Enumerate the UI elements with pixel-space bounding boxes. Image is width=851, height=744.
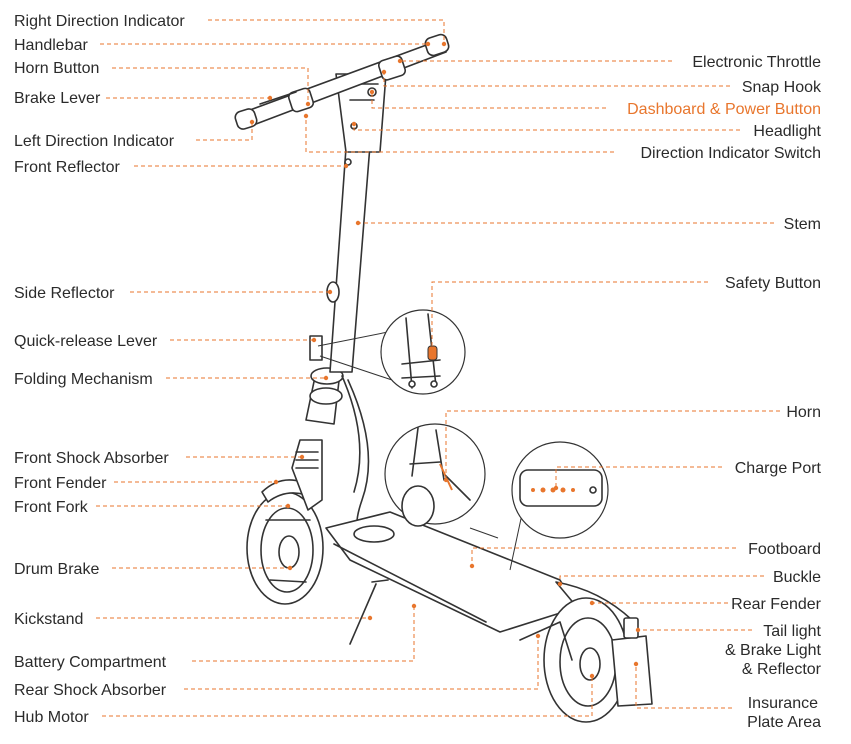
label-snap-hook: Snap Hook xyxy=(742,79,822,96)
rear-assembly xyxy=(519,581,653,723)
label-headlight: Headlight xyxy=(753,123,821,140)
label-footboard: Footboard xyxy=(748,541,821,558)
safety-button-zoom xyxy=(380,309,466,395)
label-insurance-plate-line2: Plate Area xyxy=(747,714,821,731)
label-brake-lever: Brake Lever xyxy=(14,90,101,107)
label-tail-light-line1: Tail light xyxy=(763,623,821,640)
label-folding-mechanism: Folding Mechanism xyxy=(14,371,153,388)
stem-lower xyxy=(305,335,344,425)
label-dashboard-power-button: Dashboard & Power Button xyxy=(627,101,821,118)
front-wheel xyxy=(246,491,324,605)
label-battery-compartment: Battery Compartment xyxy=(14,654,167,671)
label-insurance-plate-line1: Insurance xyxy=(748,695,818,712)
label-tail-light-line2: & Brake Light xyxy=(725,642,822,659)
label-right-direction-indicator: Right Direction Indicator xyxy=(14,13,185,30)
stem xyxy=(329,119,373,373)
label-hub-motor: Hub Motor xyxy=(14,709,89,726)
label-quick-release-lever: Quick-release Lever xyxy=(14,333,158,350)
label-rear-shock-absorber: Rear Shock Absorber xyxy=(14,682,167,699)
right-labels: Electronic Throttle Snap Hook Dashboard … xyxy=(303,54,822,731)
label-horn-button: Horn Button xyxy=(14,60,99,77)
label-charge-port: Charge Port xyxy=(735,460,822,477)
label-electronic-throttle: Electronic Throttle xyxy=(692,54,821,71)
label-handlebar: Handlebar xyxy=(14,37,89,54)
label-front-fender: Front Fender xyxy=(14,475,107,492)
label-drum-brake: Drum Brake xyxy=(14,561,99,578)
label-direction-indicator-switch: Direction Indicator Switch xyxy=(640,145,821,162)
label-horn: Horn xyxy=(786,404,821,421)
charge-port-zoom xyxy=(511,441,609,539)
label-front-reflector: Front Reflector xyxy=(14,159,120,176)
kickstand xyxy=(349,579,389,645)
label-front-shock-absorber: Front Shock Absorber xyxy=(14,450,169,467)
left-labels: Right Direction Indicator Handlebar Horn… xyxy=(14,13,595,726)
label-tail-light-line3: & Reflector xyxy=(742,661,822,678)
horn-zoom xyxy=(384,423,486,527)
label-side-reflector: Side Reflector xyxy=(14,285,115,302)
scooter-illustration xyxy=(234,33,653,723)
label-safety-button: Safety Button xyxy=(725,275,821,292)
label-kickstand: Kickstand xyxy=(14,611,83,628)
footboard xyxy=(325,511,577,633)
label-stem: Stem xyxy=(784,216,821,233)
label-front-fork: Front Fork xyxy=(14,499,89,516)
label-buckle: Buckle xyxy=(773,569,821,586)
label-rear-fender: Rear Fender xyxy=(731,596,821,613)
label-left-direction-indicator: Left Direction Indicator xyxy=(14,133,175,150)
